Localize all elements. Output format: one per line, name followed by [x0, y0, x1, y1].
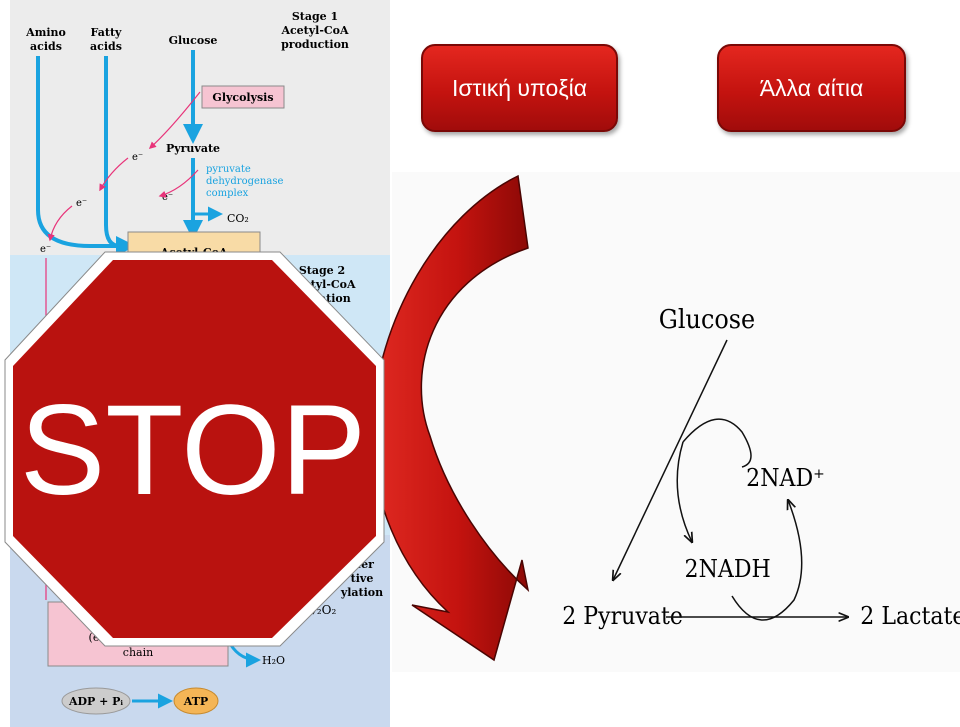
svg-text:oxidation: oxidation — [293, 292, 351, 305]
lactate-node: 2 Lactate — [860, 603, 960, 630]
svg-text:e⁻: e⁻ — [76, 198, 87, 209]
svg-text:production: production — [281, 38, 349, 51]
other-causes-button[interactable]: Άλλα αίτια — [717, 44, 906, 132]
pyruvate-label: Pyruvate — [166, 142, 220, 155]
fatty-acids-label: Fatty — [91, 26, 122, 39]
fatty-acids-arrow — [104, 56, 121, 248]
fermentation-svg: Glucose 2NAD⁺ 2NADH 2 Pyruvate 2 Lactate — [562, 304, 960, 630]
pathway-svg: Amino acids Fatty acids Glucose Stage 1 … — [10, 0, 390, 727]
glucose-node: Glucose — [659, 304, 755, 334]
stage1-label: Stage 1 — [292, 10, 338, 23]
nad-node: 2NAD⁺ — [746, 465, 825, 492]
lactate-fermentation-diagram: Glucose 2NAD⁺ 2NADH 2 Pyruvate 2 Lactate — [392, 172, 960, 672]
svg-text:Acetyl-CoA: Acetyl-CoA — [280, 24, 349, 37]
nadh-node: 2NADH — [685, 556, 771, 583]
svg-text:complex: complex — [206, 188, 249, 199]
h2o-label: H₂O — [262, 654, 285, 667]
svg-text:tive: tive — [351, 572, 374, 585]
atp-ellipse — [173, 687, 219, 715]
electron-arrow — [148, 91, 201, 149]
svg-text:ylation: ylation — [340, 586, 383, 599]
svg-text:chain: chain — [123, 646, 153, 659]
nad-regeneration-arrow — [731, 500, 803, 621]
nadh-formation-arrow — [676, 441, 692, 542]
local-hypoxia-button[interactable]: Ιστική υποξία — [421, 44, 618, 132]
metabolism-pathway-figure: Amino acids Fatty acids Glucose Stage 1 … — [10, 0, 390, 727]
glucose-to-pyruvate-arrow — [613, 339, 728, 580]
electron-label: e⁻ — [132, 152, 143, 163]
pyruvate-node: 2 Pyruvate — [562, 603, 683, 630]
electron-transfer-chain-label: (electron-transfer — [89, 631, 189, 644]
acetyl-coa-label: Acetyl-CoA — [159, 246, 228, 259]
svg-text:e⁻: e⁻ — [40, 244, 51, 255]
co2-label: CO₂ — [227, 212, 249, 225]
oxygen-label: ½O₂ — [310, 603, 336, 617]
amino-acids-label: Amino — [25, 26, 66, 39]
stage2-label: Stage 2 — [299, 264, 345, 277]
svg-text:e⁻: e⁻ — [162, 192, 173, 203]
svg-text:acids: acids — [30, 40, 62, 53]
glycolysis-label: Glycolysis — [212, 91, 273, 104]
glucose-label: Glucose — [169, 34, 218, 47]
svg-text:dehydrogenase: dehydrogenase — [206, 176, 283, 187]
nad-cycle-arc — [682, 418, 752, 468]
adp-label: ADP + Pᵢ — [68, 695, 123, 708]
atp-label: ATP — [183, 695, 208, 708]
pdh-label: pyruvate — [206, 164, 251, 175]
svg-text:acids: acids — [90, 40, 122, 53]
adp-ellipse — [61, 687, 131, 715]
glycolysis-box — [201, 85, 285, 109]
stage3-label: sfer — [350, 558, 374, 571]
svg-text:Acetyl-CoA: Acetyl-CoA — [287, 278, 356, 291]
